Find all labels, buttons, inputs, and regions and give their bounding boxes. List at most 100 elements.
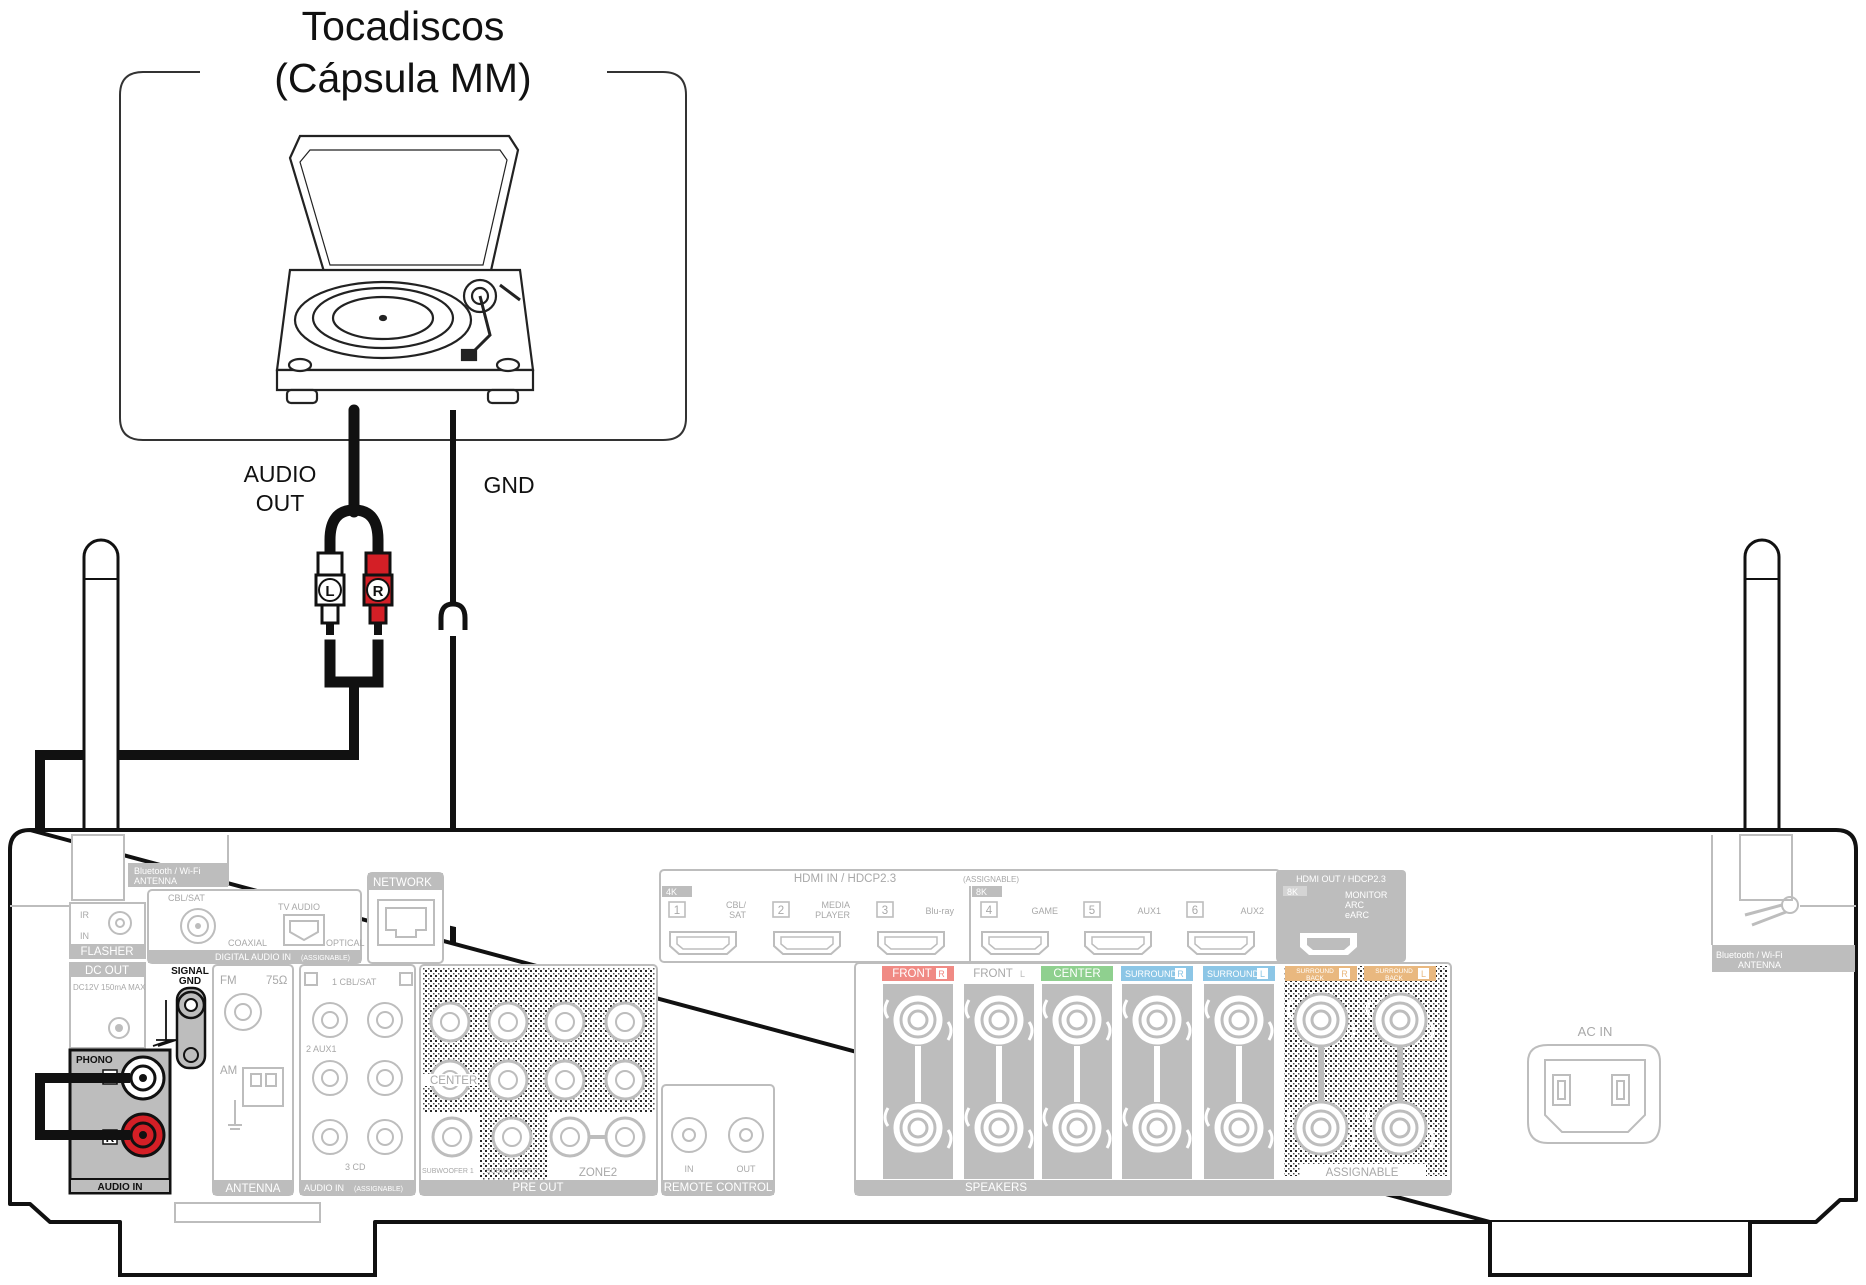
speaker-side-box <box>1175 968 1186 979</box>
speaker-channel-label: FRONT <box>892 968 932 980</box>
speaker-side-letter: R <box>938 969 945 979</box>
phono-label: PHONO <box>76 1055 113 1066</box>
rca-left-letter: L <box>325 583 334 600</box>
optical-label: OPTICAL <box>326 938 365 948</box>
tag-8k: 8K <box>976 887 987 897</box>
hdmi-out-tag: 8K <box>1287 887 1298 897</box>
speaker-side-box <box>936 968 947 979</box>
hdmi-port-name: MEDIA <box>821 900 850 910</box>
tv-audio-label: TV AUDIO <box>278 902 320 912</box>
audio-in-assignable: (ASSIGNABLE) <box>354 1186 403 1193</box>
subwoofer1-label: SUBWOOFER 1 <box>422 1168 474 1175</box>
in-label: IN <box>80 931 89 941</box>
coaxial-label: COAXIAL <box>228 938 267 948</box>
bt-wifi-right-1: Bluetooth / Wi-Fi <box>1716 950 1783 960</box>
flasher-label: FLASHER <box>80 946 133 958</box>
audio-out-label-2: OUT <box>256 490 305 516</box>
hdmi-port-name: AUX2 <box>1240 906 1264 916</box>
speaker-side-letter: L <box>1020 969 1025 979</box>
hdmi-port-name: GAME <box>1031 906 1058 916</box>
network-label: NETWORK <box>373 877 432 889</box>
speaker-side-letter: L <box>1421 969 1426 979</box>
digital-audio-in-label: DIGITAL AUDIO IN <box>215 952 291 962</box>
speakers-label: SPEAKERS <box>965 1182 1027 1194</box>
signal-label: SIGNAL <box>171 966 209 977</box>
audio-out-label-1: AUDIO <box>244 461 317 487</box>
speaker-channel-label: FRONT <box>973 968 1013 980</box>
remote-control-block: IN OUT REMOTE CONTROL <box>661 1084 775 1196</box>
speaker-terminal-3[interactable]: CENTER <box>1041 966 1113 1179</box>
audio-cable <box>324 404 384 561</box>
remote-control-label: REMOTE CONTROL <box>664 1182 773 1194</box>
hdmi-in-assign: (ASSIGNABLE) <box>963 875 1019 884</box>
rca-plug-left: L <box>314 551 346 635</box>
hdmi-out-block: HDMI OUT / HDCP2.3 8K MONITOR ARC eARC <box>1276 870 1406 962</box>
phono-input[interactable]: PHONO L R AUDIO IN <box>68 1048 172 1195</box>
dc-out-label: DC OUT <box>85 965 129 977</box>
remote-in-label: IN <box>685 1164 694 1174</box>
turntable-frame <box>119 71 687 441</box>
hdmi-in-port-4[interactable]: 4 GAME <box>980 901 1058 955</box>
earc-label: eARC <box>1345 910 1370 920</box>
fm-label: FM <box>220 975 237 987</box>
ir-label: IR <box>80 910 90 920</box>
hdmi-port-name: SAT <box>729 910 746 920</box>
speaker-side-letter: R <box>1177 969 1184 979</box>
zone2-label: ZONE2 <box>579 1167 617 1179</box>
audio-in-2: 2 AUX1 <box>306 1044 337 1054</box>
cbl-sat-digital: CBL/SAT <box>168 893 205 903</box>
speaker-side-box <box>1017 968 1028 979</box>
hdmi-port-number: 4 <box>986 905 993 917</box>
signal-gnd-label: GND <box>179 976 201 987</box>
audio-in-3: 3 CD <box>345 1162 366 1172</box>
speaker-side-letter: R <box>1341 969 1348 979</box>
speaker-channel-label-2: BACK <box>1385 975 1403 982</box>
tag-4k: 4K <box>666 887 677 897</box>
hdmi-port-number: 5 <box>1089 905 1095 917</box>
hdmi-out-label: HDMI OUT / HDCP2.3 <box>1296 874 1386 884</box>
ohm-label: 75Ω <box>266 975 288 987</box>
speaker-side-box <box>1339 968 1350 979</box>
device-title-line1: Tocadiscos <box>302 3 505 49</box>
hdmi-port-name: Blu-ray <box>925 906 954 916</box>
ac-in-label: AC IN <box>1578 1024 1613 1039</box>
audio-in-assign-label: AUDIO IN <box>304 1183 344 1193</box>
gnd-label: GND <box>483 472 534 498</box>
monitor-label: MONITOR <box>1345 890 1388 900</box>
hdmi-port-name: AUX1 <box>1137 906 1161 916</box>
speaker-side-box <box>1257 968 1268 979</box>
pre-out-block: CENTER SUBWOOFER 1 SUBWOOFER 2 PRE OUT Z… <box>419 964 658 1196</box>
bt-wifi-left-1: Bluetooth / Wi-Fi <box>134 866 201 876</box>
speaker-side-box <box>1418 968 1429 979</box>
am-label: AM <box>220 1065 237 1077</box>
signal-gnd-terminal[interactable]: SIGNAL GND <box>152 966 209 1070</box>
dc-spec: DC12V 150mA MAX <box>73 983 146 992</box>
rca-right-letter: R <box>373 583 384 600</box>
arc-label: ARC <box>1345 900 1365 910</box>
speaker-channel-label-2: BACK <box>1306 975 1324 982</box>
hdmi-in-port-5[interactable]: 5 AUX1 <box>1083 901 1161 955</box>
pre-out-label: PRE OUT <box>512 1182 563 1194</box>
hdmi-in-port-6[interactable]: 6 AUX2 <box>1186 901 1264 955</box>
minus-mark: – <box>869 1119 878 1136</box>
antenna-left <box>82 538 120 902</box>
bt-wifi-right-2: ANTENNA <box>1738 960 1781 970</box>
hdmi-port-name: PLAYER <box>815 910 850 920</box>
speaker-terminal-1[interactable]: FRONT R <box>882 966 954 1179</box>
subwoofer2-label: SUBWOOFER 2 <box>486 1168 538 1175</box>
speaker-channel-label: SURROUND <box>1125 969 1178 979</box>
speaker-terminal-2[interactable]: FRONT L <box>963 966 1035 1179</box>
bt-wifi-left-2: ANTENNA <box>134 876 177 886</box>
speaker-side-letter: L <box>1260 969 1265 979</box>
speaker-channel-label: CENTER <box>1053 968 1100 980</box>
speaker-channel-label: SURROUND <box>1375 968 1413 975</box>
hdmi-port-number: 6 <box>1192 905 1198 917</box>
